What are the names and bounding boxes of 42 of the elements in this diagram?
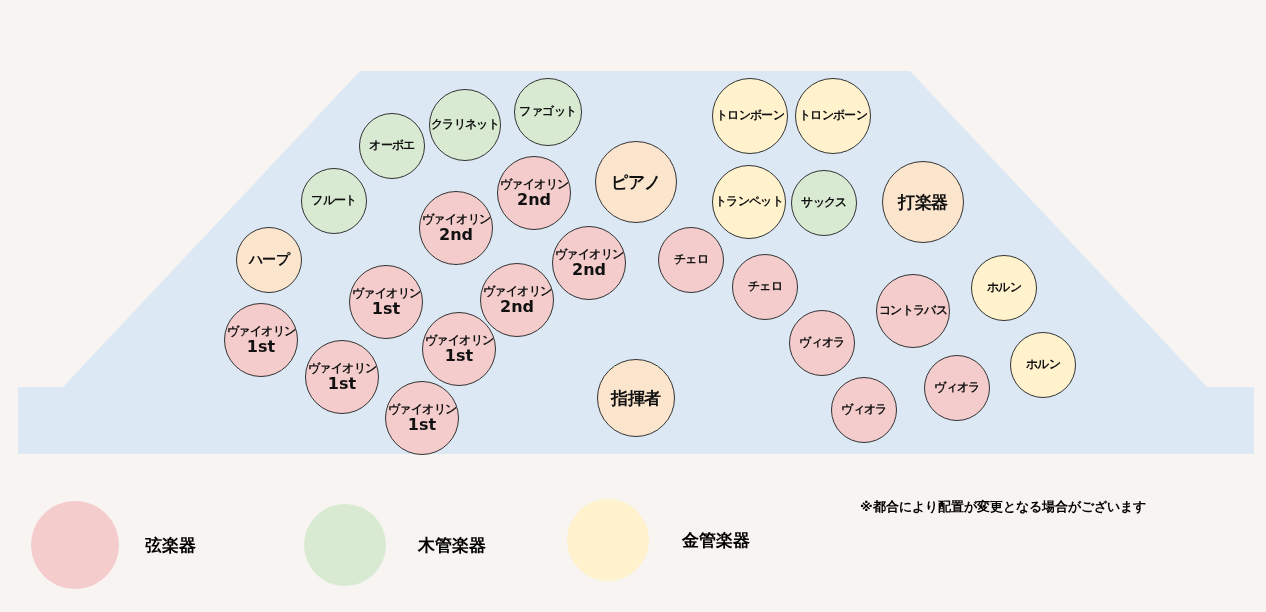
- part-label: 2nd: [439, 225, 473, 244]
- instrument-name: フルート: [311, 194, 357, 208]
- instrument-name: ハープ: [248, 252, 290, 268]
- instrument-name: クラリネット: [430, 118, 500, 132]
- instrument-name: ヴィオラ: [934, 381, 980, 395]
- instrument-name: ヴィオラ: [799, 336, 845, 350]
- legend-label: 弦楽器: [145, 534, 196, 557]
- instrument-name: オーボエ: [369, 139, 415, 153]
- instrument-name: ピアノ: [611, 172, 661, 192]
- instrument-name: ヴァイオリン: [482, 284, 552, 298]
- instrument-name: チェロ: [747, 280, 783, 294]
- note-text: ※都合により配置が変更となる場合がございます: [860, 498, 1146, 516]
- instrument-name: チェロ: [673, 253, 709, 267]
- instrument-name: ヴァイオリン: [424, 333, 494, 347]
- instrument-name: サックス: [801, 196, 847, 210]
- instrument-name: ヴァイオリン: [307, 361, 377, 375]
- instrument-name: ヴァイオリン: [226, 324, 296, 338]
- instrument-name: トロンボーン: [798, 109, 868, 123]
- part-label: 1st: [371, 299, 401, 318]
- part-label: 1st: [246, 337, 276, 356]
- instrument-name: 打楽器: [898, 192, 948, 212]
- instrument-name: ヴァイオリン: [499, 177, 569, 191]
- part-label: 1st: [444, 346, 474, 365]
- instrument-name: ヴァイオリン: [554, 247, 624, 261]
- part-label: 1st: [407, 415, 437, 434]
- instrument-name: コントラバス: [878, 304, 948, 318]
- instrument-name: ホルン: [1025, 358, 1061, 372]
- part-label: 2nd: [517, 190, 551, 209]
- instrument-name: トロンボーン: [715, 109, 785, 123]
- instrument-name: ヴァイオリン: [387, 402, 457, 416]
- instrument-name: 指揮者: [611, 388, 661, 408]
- instrument-name: ヴィオラ: [841, 403, 887, 417]
- legend-label: 木管楽器: [418, 534, 486, 557]
- instrument-name: ヴァイオリン: [421, 212, 491, 226]
- instrument-name: ホルン: [986, 281, 1022, 295]
- part-label: 1st: [327, 374, 357, 393]
- part-label: 2nd: [572, 260, 606, 279]
- legend-label: 金管楽器: [682, 529, 750, 552]
- part-label: 2nd: [500, 297, 534, 316]
- instrument-name: トランペット: [714, 195, 784, 209]
- instrument-name: ファゴット: [519, 105, 577, 119]
- instrument-name: ヴァイオリン: [351, 286, 421, 300]
